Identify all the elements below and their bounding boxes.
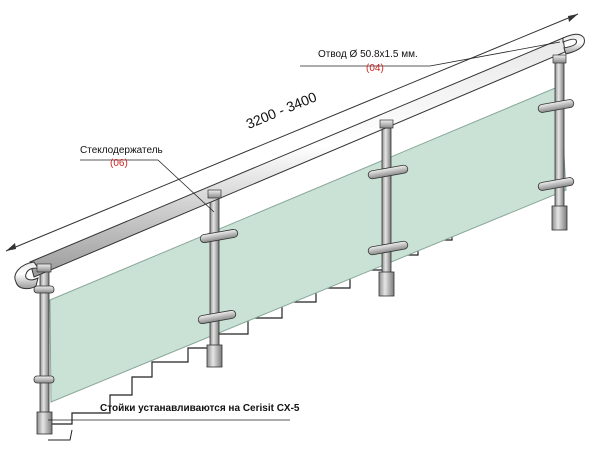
post-4 xyxy=(537,61,575,231)
leader-elbow xyxy=(300,41,561,67)
posts-note: Стойки устанавливаются на Cerisit CX-5 xyxy=(100,403,300,414)
glass-holder-code: (06) xyxy=(110,158,128,169)
handrail xyxy=(14,33,585,290)
elbow-label: Отвод Ø 50.8x1.5 мм. xyxy=(318,49,418,60)
post-3 xyxy=(367,127,409,297)
leader-glass-holder xyxy=(80,159,215,213)
post-1 xyxy=(33,269,55,435)
stair-underside xyxy=(48,429,73,441)
glass-panel xyxy=(49,85,567,403)
dimension-line xyxy=(5,13,579,252)
glass-holder-label: Стеклодержатель xyxy=(80,145,163,156)
elbow-code: (04) xyxy=(366,63,384,74)
